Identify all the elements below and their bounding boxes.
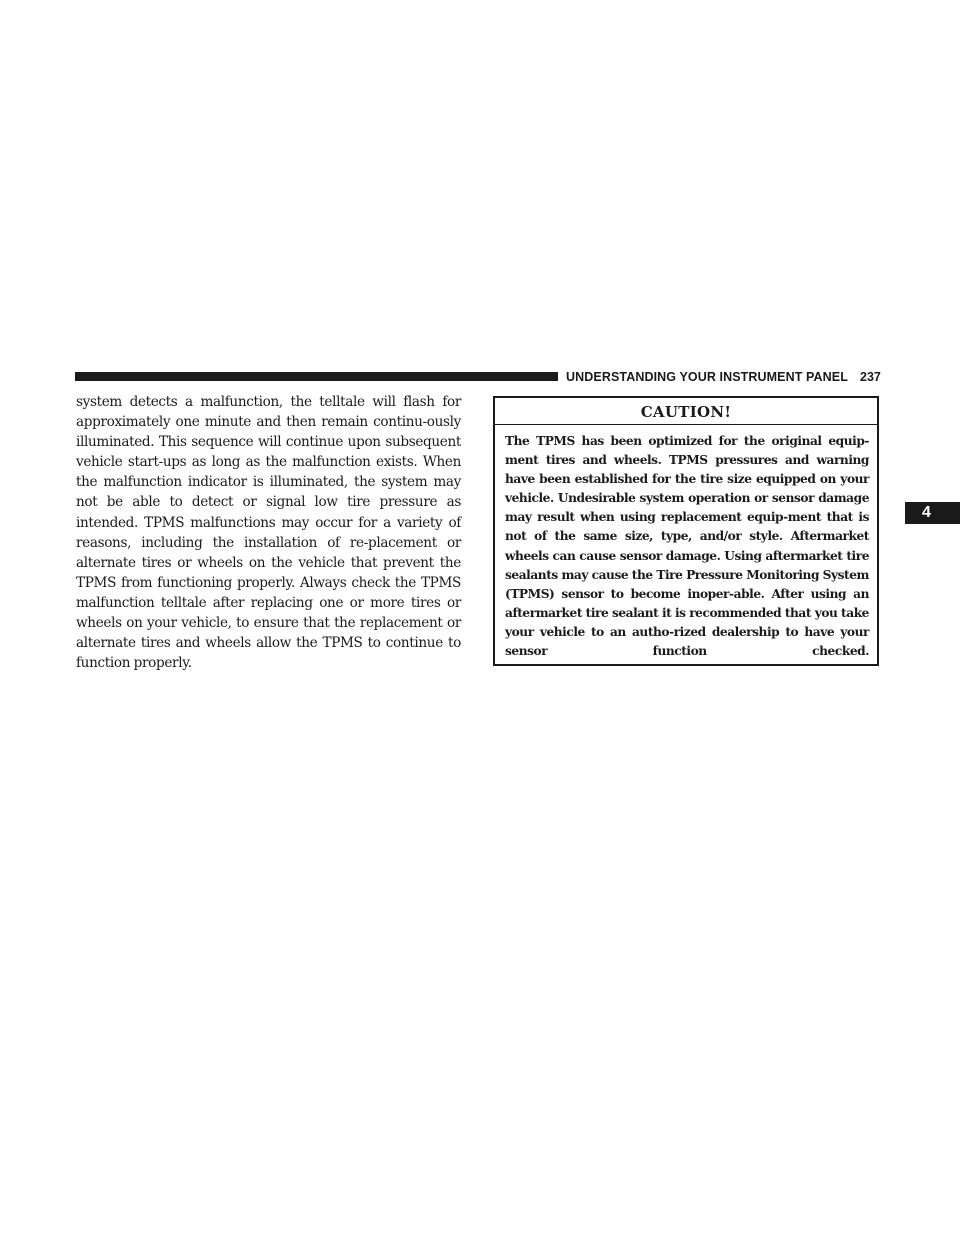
page-number: 237 xyxy=(860,370,881,384)
caution-text: The TPMS has been optimized for the orig… xyxy=(505,434,869,659)
caution-divider xyxy=(495,424,877,425)
caution-heading: CAUTION! xyxy=(640,403,732,421)
header-rule-bar xyxy=(75,372,558,381)
section-header-title: UNDERSTANDING YOUR INSTRUMENT PANEL xyxy=(566,370,848,384)
body-paragraph: system detects a malfunction, the tellta… xyxy=(76,394,461,672)
chapter-tab: 4 xyxy=(905,502,960,524)
caution-box: CAUTION! The TPMS has been optimized for… xyxy=(493,396,879,666)
